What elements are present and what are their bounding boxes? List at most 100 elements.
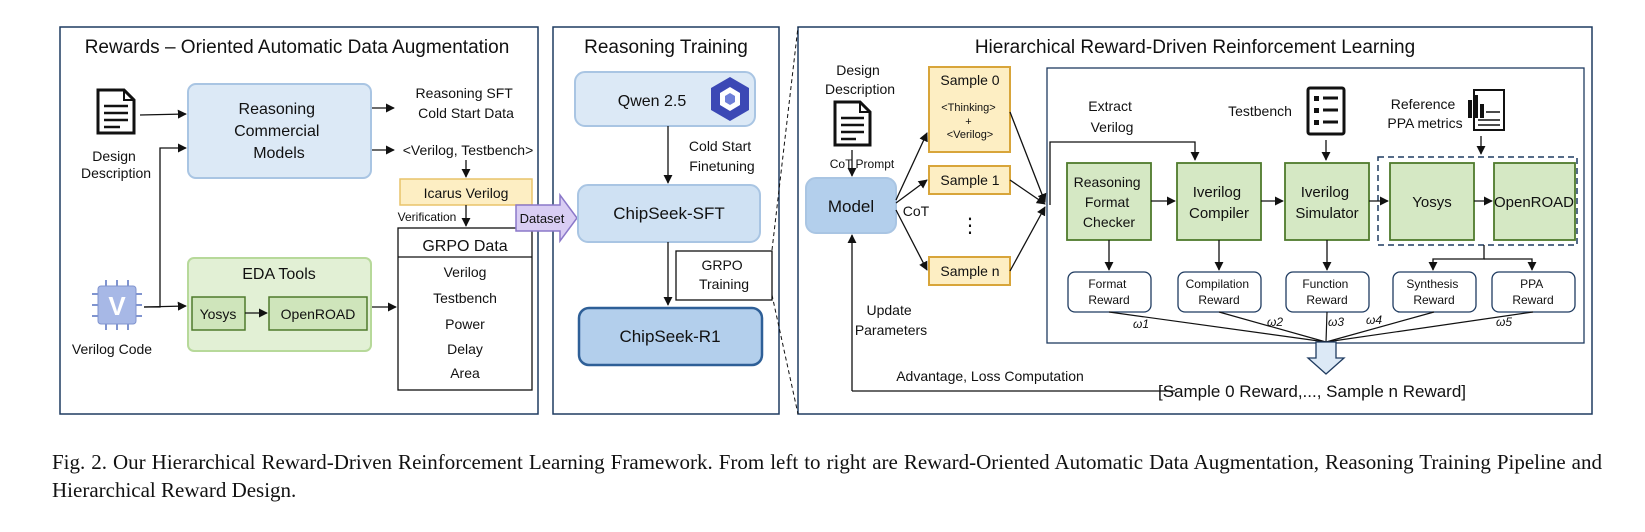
zoom-dash-top: [771, 26, 799, 251]
design-description-doc-icon: [96, 88, 136, 135]
grpo-training-box: [675, 250, 773, 301]
right-panel-title: Hierarchical Reward-Driven Reinforcement…: [975, 37, 1415, 58]
compilation-reward-label: Compilation Reward: [1186, 277, 1253, 307]
cold-start-label: Cold Start Finetuning: [689, 138, 755, 174]
synthesis-reward-label: Synthesis Reward: [1406, 277, 1461, 307]
ppa-reward-box: [1491, 271, 1576, 313]
sample-rewards-label: [Sample 0 Reward,..., Sample n Reward]: [1158, 382, 1466, 401]
right-panel: [797, 26, 1593, 415]
icarus-verilog-box: [399, 178, 533, 206]
dataset-label: Dataset: [520, 211, 565, 226]
commercial-models-box: [187, 83, 372, 179]
grpo-item: Delay: [447, 341, 483, 357]
iverilog-simulator-label: Iverilog Simulator: [1295, 184, 1358, 222]
grpo-item: Testbench: [433, 290, 497, 306]
grpo-item: Verilog: [444, 264, 487, 280]
arrow-group-to-ppa: [1484, 258, 1537, 271]
iverilog-compiler-label: Iverilog Compiler: [1189, 184, 1249, 222]
qwen-box: [574, 71, 756, 127]
grpo-item: Area: [450, 365, 480, 381]
verilog-code-label: Verilog Code: [72, 341, 152, 357]
sft-data-label: Reasoning SFT Cold Start Data: [416, 85, 517, 121]
sample-n-label: Sample n: [940, 263, 999, 279]
eda-tools-label: EDA Tools: [242, 266, 316, 283]
advantage-label: Advantage, Loss Computation: [896, 368, 1084, 384]
svg-text:V: V: [108, 291, 126, 321]
weight-3: ω3: [1328, 315, 1344, 329]
qwen-logo-icon: [711, 77, 749, 121]
reward-weight-lines: [1108, 311, 1534, 343]
model-label: Model: [828, 197, 874, 216]
eda-yosys-label: Yosys: [200, 306, 237, 322]
cot-label: CoT: [903, 203, 930, 219]
commercial-models-label: Reasoning Commercial Models: [234, 101, 324, 162]
framework-diagram: Rewards – Oriented Automatic Data Augmen…: [59, 26, 1593, 415]
weight-2: ω2: [1267, 315, 1283, 329]
arrow-chip-to-eda: [143, 301, 187, 311]
chipseek-r1-label: ChipSeek-R1: [619, 327, 720, 346]
testbench-label: Testbench: [1228, 103, 1292, 119]
eda-openroad-label: OpenROAD: [281, 306, 356, 322]
format-reward-label: Format Reward: [1088, 277, 1129, 307]
figure-caption: Fig. 2. Our Hierarchical Reward-Driven R…: [52, 450, 1602, 502]
chipseek-sft-box: [577, 184, 761, 243]
verilog-chip-icon: V: [92, 280, 142, 330]
right-openroad-label: OpenROAD: [1494, 194, 1574, 211]
synthesis-reward-box: [1392, 271, 1477, 313]
chipseek-r1-box: [577, 306, 764, 367]
function-reward-label: Function Reward: [1302, 277, 1351, 307]
testbench-checklist-icon: [1306, 86, 1346, 136]
weight-4: ω4: [1366, 313, 1382, 327]
zoom-dash-bottom: [771, 294, 799, 415]
sample-0-label: Sample 0: [940, 72, 999, 88]
arrow-model-to-sn: [895, 209, 928, 271]
left-panel-title: Rewards – Oriented Automatic Data Augmen…: [85, 37, 510, 58]
right-design-doc-icon: [833, 100, 872, 147]
verilog-testbench-label: <Verilog, Testbench>: [403, 142, 534, 158]
format-checker-box: [1066, 162, 1152, 241]
weight-5: ω5: [1496, 315, 1512, 329]
sample-0-box: [928, 66, 1011, 153]
samples-ellipsis: ⋮: [960, 215, 980, 237]
arrow-sn-to-checker: [1009, 206, 1046, 272]
right-design-description-label: Design Description: [825, 62, 895, 97]
arrow-s1-to-checker: [1009, 179, 1046, 205]
extract-verilog-label: Extract Verilog: [1088, 98, 1135, 135]
qwen-label: Qwen 2.5: [618, 93, 687, 110]
sample-1-label: Sample 1: [940, 172, 999, 188]
cot-prompt-label: CoT Prompt: [830, 157, 895, 171]
grpo-data-title: GRPO Data: [422, 238, 507, 255]
arrow-doc-to-models: [139, 109, 187, 119]
aggregate-down-arrow: [1306, 341, 1346, 375]
update-params-label: Update Parameters: [855, 302, 927, 338]
icarus-verilog-label: Icarus Verilog: [424, 185, 509, 201]
reference-ppa-label: Reference PPA metrics: [1387, 96, 1462, 131]
right-yosys-box: [1389, 162, 1475, 241]
grpo-data-box: [397, 227, 533, 391]
function-reward-box: [1285, 271, 1370, 313]
ppa-reward-label: PPA Reward: [1512, 277, 1553, 307]
iverilog-compiler-box: [1176, 162, 1262, 241]
grpo-item: Power: [445, 316, 485, 332]
dataset-arrow: [515, 192, 578, 244]
arrow-model-to-s1: [895, 179, 928, 204]
arrow-model-to-s0: [895, 132, 928, 201]
weight-1: ω1: [1133, 317, 1149, 331]
middle-panel-title: Reasoning Training: [584, 37, 748, 58]
design-description-label: Design Description: [81, 148, 151, 181]
ppa-report-icon: [1468, 89, 1505, 131]
grpo-training-label: GRPO Training: [699, 257, 749, 292]
iverilog-simulator-box: [1284, 162, 1370, 241]
right-openroad-box: [1493, 162, 1576, 241]
format-checker-label: Reasoning Format Checker: [1074, 174, 1145, 230]
arrow-s0-to-checker: [1009, 111, 1047, 203]
right-yosys-label: Yosys: [1412, 194, 1451, 211]
chipseek-sft-label: ChipSeek-SFT: [613, 204, 724, 223]
verification-label: Verification: [398, 210, 457, 224]
model-box: [805, 177, 897, 234]
sample-1-box: [928, 165, 1011, 195]
arrow-extract-verilog: [1049, 141, 1200, 205]
eda-openroad-box: [268, 296, 368, 331]
sample-0-detail: <Thinking> + <Verilog>: [941, 102, 999, 141]
arrow-group-to-rewards: [1428, 245, 1485, 271]
